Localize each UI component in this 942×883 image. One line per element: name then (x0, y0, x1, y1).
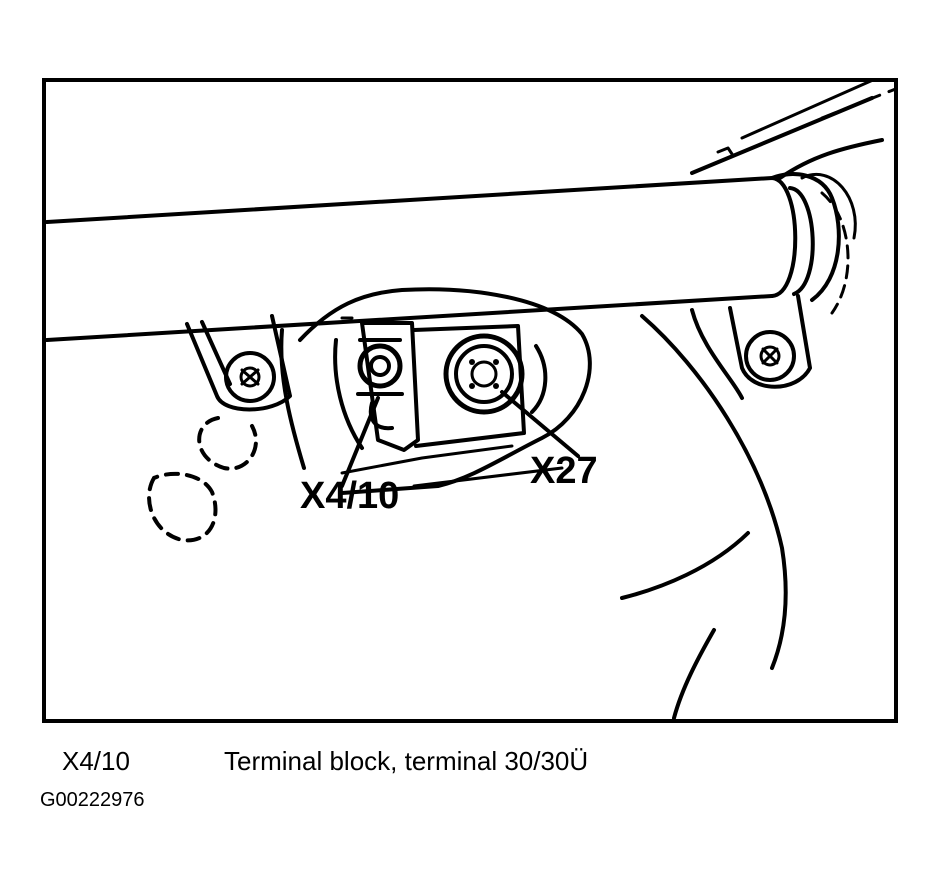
terminal-x4-10-stud (356, 338, 404, 431)
cross-tube (46, 172, 857, 342)
figure-id: G00222976 (40, 789, 145, 811)
caption-component-code: X4/10 (62, 746, 130, 776)
caption-component-description: Terminal block, terminal 30/30Ü (224, 746, 589, 776)
callout-x4-10: X4/10 (300, 475, 399, 517)
leader-x27 (500, 390, 580, 458)
callout-x27: X27 (530, 450, 598, 492)
leader-lines (340, 390, 580, 488)
leader-x4-10 (340, 396, 380, 488)
body-panel-lines (690, 82, 894, 180)
connector-x27 (443, 333, 548, 415)
lower-body-contour (620, 314, 788, 719)
component-illustration: X4/10 X27 (46, 82, 894, 719)
hidden-holes (147, 416, 258, 543)
leader-x4-10-tail (412, 466, 564, 488)
diagram-frame: X4/10 X27 (42, 78, 898, 723)
right-mounting-clamp (690, 294, 812, 400)
